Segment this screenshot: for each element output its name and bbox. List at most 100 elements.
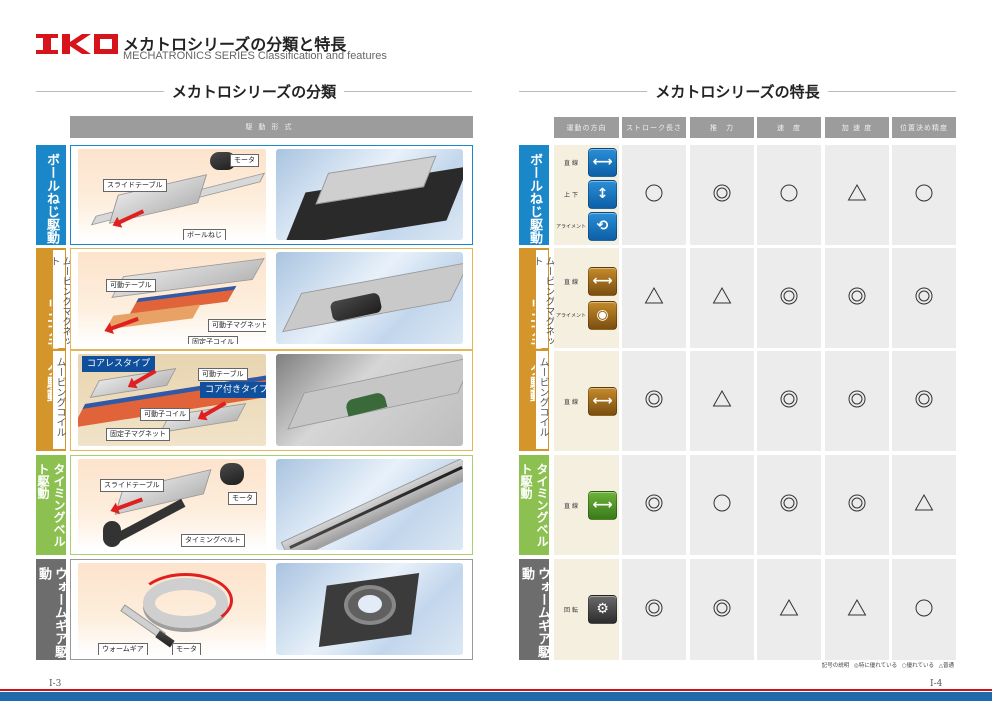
left-section-heading: メカトロシリーズの分類 <box>36 81 473 101</box>
rating-cell <box>757 559 821 660</box>
circle-icon <box>913 182 935 208</box>
callout-stator-coil: 固定子コイル <box>188 336 238 344</box>
rating-cell <box>757 248 821 348</box>
moving-magnet-illustration: 可動テーブル 可動子マグネット 固定子コイル <box>78 252 266 344</box>
motion-item: アライメント ◉ <box>554 300 620 330</box>
callout-slide-table: スライドテーブル <box>100 479 164 492</box>
vertical-arrows-icon: ↕ <box>588 179 617 209</box>
double-circle-icon <box>913 285 935 311</box>
footer-red-stripe <box>0 689 992 691</box>
double-circle-icon <box>778 388 800 414</box>
col-header-speed: 速 度 <box>757 117 821 138</box>
worm-gear-photo <box>276 563 463 655</box>
page-number-right: Ⅰ-4 <box>930 679 943 689</box>
worm-gear-panel: ウォームギア モータ <box>70 559 473 660</box>
triangle-icon <box>711 285 733 311</box>
triangle-icon <box>711 388 733 414</box>
callout-coreless-type: コアレスタイプ <box>82 356 156 372</box>
circle-icon <box>643 182 665 208</box>
drive-type-header: 駆動形式 <box>70 116 473 138</box>
callout-stator-magnet: 固定子マグネット <box>106 428 170 441</box>
rating-cell <box>622 145 686 245</box>
callout-motor: モータ <box>228 492 257 505</box>
rating-cell <box>757 455 821 555</box>
motion-cell-moving-magnet: 直 線 ⟷ アライメント ◉ <box>554 248 619 348</box>
motion-item: 回 転 ⚙ <box>554 594 620 624</box>
callout-timing-belt: タイミングベルト <box>181 534 245 547</box>
rotation-arrows-icon: ⟲ <box>588 211 617 241</box>
rating-cell <box>757 145 821 245</box>
double-circle-icon <box>913 388 935 414</box>
double-circle-icon <box>846 492 868 518</box>
double-circle-icon <box>846 388 868 414</box>
motion-item: 上 下 ↕ <box>554 179 620 209</box>
right-section-heading: メカトロシリーズの特長 <box>519 81 957 101</box>
sub-label-moving-magnet: ムービングマグネット <box>48 250 71 348</box>
rating-cell <box>892 248 956 348</box>
divider <box>519 90 648 92</box>
timing-belt-photo <box>276 459 463 550</box>
motion-item: 直 線 ⟷ <box>554 490 620 520</box>
callout-mover-coil: 可動子コイル <box>140 408 190 421</box>
triangle-icon <box>643 285 665 311</box>
rating-cell <box>690 455 754 555</box>
page-title-jp: メカトロシリーズの分類と特長 <box>123 35 347 54</box>
row-label-timing-belt: タイミングベルト駆動 <box>36 455 66 555</box>
rating-cell <box>892 559 956 660</box>
double-circle-icon <box>643 597 665 623</box>
page-number-left: Ⅰ-3 <box>49 679 62 689</box>
r-sub-label-moving-coil: ムービングコイル <box>535 351 548 449</box>
r-row-label-timing-belt: タイミングベルト駆動 <box>519 455 549 555</box>
linear-arrows-icon: ⟷ <box>588 147 617 177</box>
double-circle-icon <box>778 492 800 518</box>
rating-cell <box>825 455 889 555</box>
ball-screw-illustration: モータ スライドテーブル ボールねじ <box>78 149 266 240</box>
r-row-label-ball-screw: ボールねじ駆動 <box>519 145 549 245</box>
motion-cell-timing-belt: 直 線 ⟷ <box>554 455 619 555</box>
rating-cell <box>825 248 889 348</box>
r-row-label-worm-gear: ウォームギア駆動 <box>519 559 550 660</box>
right-section-title: メカトロシリーズの特長 <box>655 82 820 101</box>
motion-cell-worm-gear: 回 転 ⚙ <box>554 559 619 660</box>
worm-gear-illustration: ウォームギア モータ <box>78 563 266 655</box>
timing-belt-panel: スライドテーブル モータ タイミングベルト <box>70 455 473 555</box>
rating-cell <box>757 351 821 451</box>
callout-slide-table: スライドテーブル <box>103 179 167 192</box>
linear-arrows-icon: ⟷ <box>588 266 617 296</box>
rating-cell <box>622 559 686 660</box>
rotation-arrows-icon: ◉ <box>588 300 617 330</box>
double-circle-icon <box>711 182 733 208</box>
triangle-icon <box>778 597 800 623</box>
double-circle-icon <box>711 597 733 623</box>
rating-cell <box>825 351 889 451</box>
timing-belt-illustration: スライドテーブル モータ タイミングベルト <box>78 459 266 550</box>
divider <box>71 349 472 351</box>
moving-coil-illustration: コアレスタイプ 可動テーブル コア付きタイプ 可動子コイル 固定子マグネット <box>78 354 266 446</box>
col-header-precision: 位置決め精度 <box>892 117 956 138</box>
rating-cell <box>825 559 889 660</box>
double-circle-icon <box>643 388 665 414</box>
motion-cell-ball-screw: 直 線 ⟷ 上 下 ↕ アライメント ⟲ <box>554 145 619 245</box>
linear-arrows-icon: ⟷ <box>588 490 617 520</box>
rating-cell <box>622 351 686 451</box>
triangle-icon <box>846 182 868 208</box>
circle-icon <box>913 597 935 623</box>
moving-coil-photo <box>276 354 463 446</box>
divider <box>36 90 164 92</box>
rating-cell <box>825 145 889 245</box>
footer-blue-stripe <box>0 692 992 701</box>
col-header-motion: 運動の方向 <box>554 117 619 138</box>
left-section-title: メカトロシリーズの分類 <box>171 82 337 101</box>
motion-item: 直 線 ⟷ <box>554 147 620 177</box>
rating-cell <box>690 559 754 660</box>
triangle-icon <box>913 492 935 518</box>
callout-mover-magnet: 可動子マグネット <box>208 319 266 332</box>
motion-item: 直 線 ⟷ <box>554 266 620 296</box>
callout-cored-type: コア付きタイプ <box>200 382 266 398</box>
col-header-acceleration: 加 速 度 <box>825 117 889 138</box>
rating-cell <box>622 455 686 555</box>
col-header-stroke: ストローク長さ <box>622 117 686 138</box>
rotation-gear-icon: ⚙ <box>588 594 617 624</box>
linear-motor-panel: 可動テーブル 可動子マグネット 固定子コイル コアレスタイプ 可動テーブル コア… <box>70 248 473 451</box>
row-label-worm-gear: ウォームギア駆動 <box>36 559 67 660</box>
